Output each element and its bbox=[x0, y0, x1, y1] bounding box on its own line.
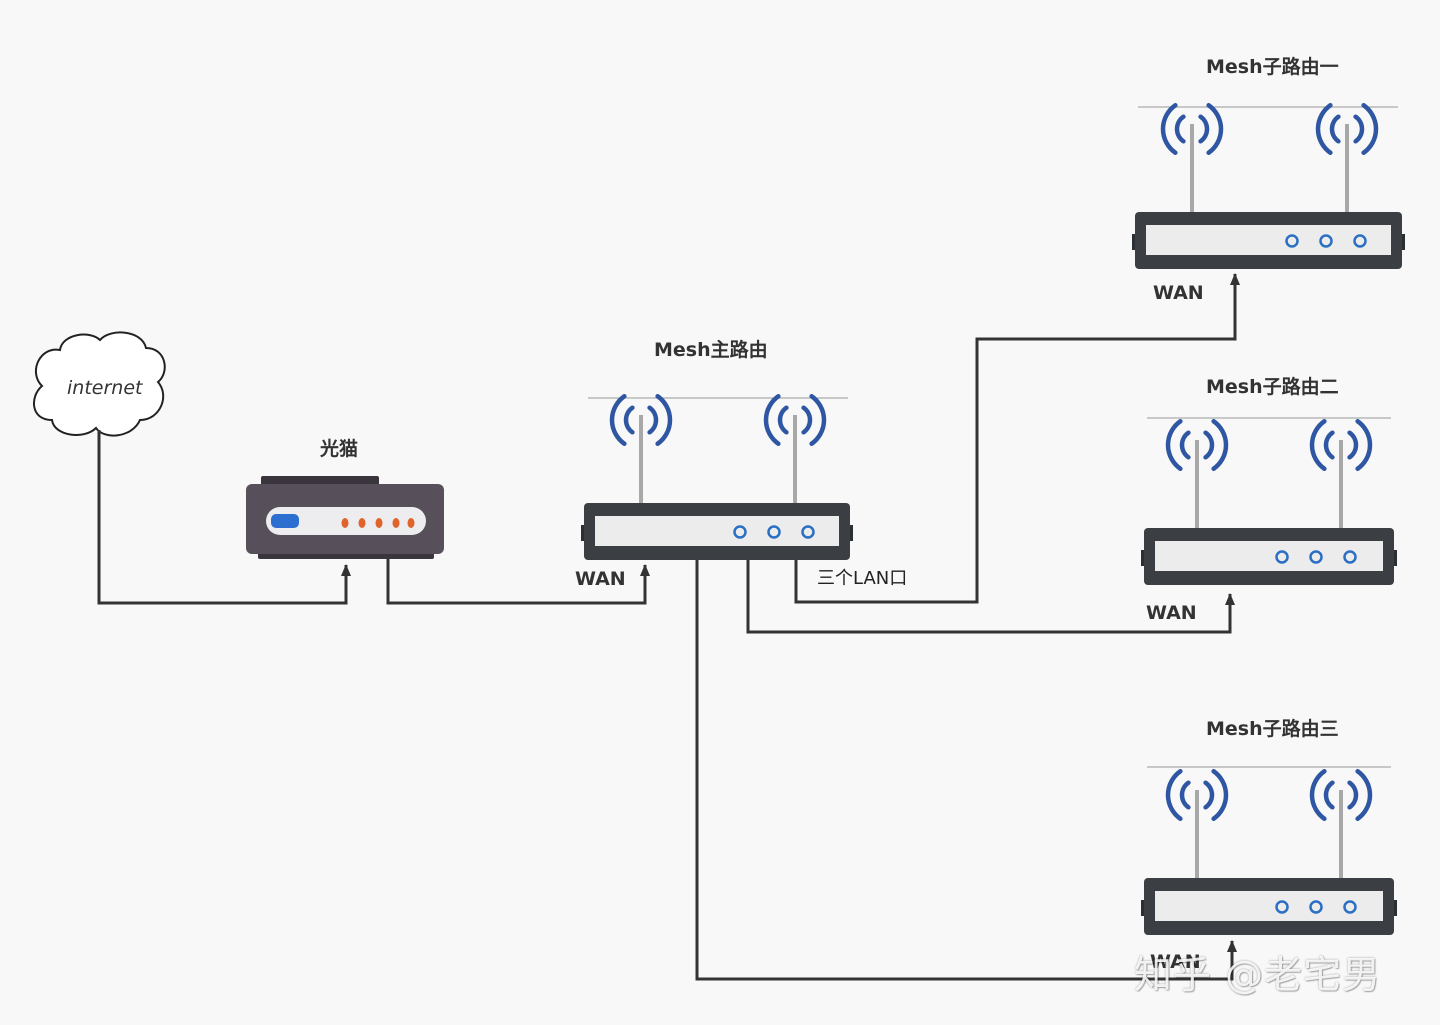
watermark: 知乎 @老宅男 bbox=[1134, 953, 1382, 997]
internet-cloud-icon bbox=[33, 331, 166, 437]
modem-led-3 bbox=[375, 518, 383, 528]
sub-router-3-wifi-signal-icon-2 bbox=[1309, 768, 1373, 878]
sub-router-1-wifi-signal-icon-1 bbox=[1160, 102, 1224, 212]
sub-router-2-wifi-signal-icon-2 bbox=[1309, 418, 1373, 528]
main-router-icon bbox=[581, 393, 853, 560]
connectors bbox=[97, 273, 1240, 981]
modem-led-2 bbox=[358, 518, 366, 528]
sub-router-2-port-led-1 bbox=[1275, 550, 1289, 564]
link-modem-to-main-router bbox=[386, 558, 650, 605]
sub-router-2-port-led-2 bbox=[1309, 550, 1323, 564]
link-internet-to-modem bbox=[97, 430, 351, 605]
sub-router-2-wan-label: WAN bbox=[1146, 602, 1197, 624]
main-router-lan-label: 三个LAN口 bbox=[817, 568, 908, 589]
sub-router-3-port-led-2 bbox=[1309, 900, 1323, 914]
sub-router-1-icon bbox=[1132, 102, 1405, 269]
sub-router-1-port-led-3 bbox=[1353, 234, 1367, 248]
sub-router-2-label: Mesh子路由二 bbox=[1206, 376, 1339, 398]
main-router-wifi-signal-icon-2 bbox=[763, 393, 827, 503]
sub-router-1-port-led-1 bbox=[1285, 234, 1299, 248]
sub-router-3-label: Mesh子路由三 bbox=[1206, 718, 1339, 740]
modem-led-4 bbox=[392, 518, 400, 528]
main-router-label: Mesh主路由 bbox=[654, 339, 768, 361]
main-router-wifi-signal-icon-1 bbox=[609, 393, 673, 503]
sub-router-1-label: Mesh子路由一 bbox=[1206, 56, 1339, 78]
main-router-port-led-2 bbox=[767, 525, 781, 539]
sub-router-2-wifi-signal-icon-1 bbox=[1165, 418, 1229, 528]
sub-router-3-wan-label: WAN bbox=[1150, 951, 1201, 973]
sub-router-3-port-led-1 bbox=[1275, 900, 1289, 914]
link-main-to-sub1 bbox=[794, 273, 1240, 604]
sub-router-1-wan-label: WAN bbox=[1153, 282, 1204, 304]
sub-router-2-port-led-3 bbox=[1343, 550, 1357, 564]
modem-label: 光猫 bbox=[320, 438, 359, 460]
sub-router-3-port-led-3 bbox=[1343, 900, 1357, 914]
sub-router-3-wifi-signal-icon-1 bbox=[1165, 768, 1229, 878]
modem-icon bbox=[246, 476, 444, 559]
main-router-port-led-3 bbox=[801, 525, 815, 539]
link-main-to-sub2 bbox=[746, 558, 1235, 634]
main-router-wan-label: WAN bbox=[575, 568, 626, 590]
sub-router-1-wifi-signal-icon-2 bbox=[1315, 102, 1379, 212]
link-main-to-sub3 bbox=[695, 558, 1237, 981]
modem-led-5 bbox=[407, 518, 415, 528]
internet-label: internet bbox=[67, 377, 143, 399]
sub-router-2-icon bbox=[1141, 417, 1397, 585]
main-router-port-led-1 bbox=[733, 525, 747, 539]
sub-router-1-port-led-2 bbox=[1319, 234, 1333, 248]
sub-router-3-icon bbox=[1141, 766, 1397, 935]
modem-led-1 bbox=[341, 518, 349, 528]
